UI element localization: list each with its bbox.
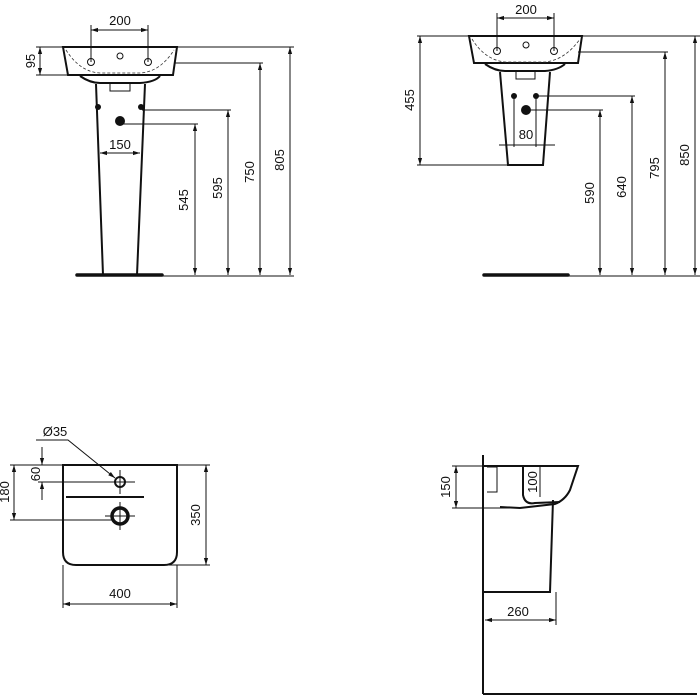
semi-pedestal-outline	[499, 71, 551, 166]
dim-95: 95	[23, 54, 38, 68]
dim-260: 260	[507, 604, 529, 619]
pedestal-side	[484, 499, 554, 593]
dim-80: 80	[519, 127, 533, 142]
dim-150: 150	[109, 137, 131, 152]
dim-180: 180	[0, 481, 12, 503]
basin-outline	[61, 46, 179, 76]
dim-795: 795	[647, 157, 662, 179]
dim-590: 590	[582, 182, 597, 204]
pedestal-front-view: 200 95 150 545 595 750 805	[23, 13, 294, 277]
dim-100: 100	[525, 471, 540, 493]
dim-350: 350	[188, 504, 203, 526]
dim-200-semi: 200	[515, 2, 537, 17]
dim-60: 60	[28, 467, 43, 481]
dim-200: 200	[109, 13, 131, 28]
dim-diameter-35: Ø35	[43, 424, 68, 439]
dim-400: 400	[109, 586, 131, 601]
pedestal-outline	[95, 83, 146, 276]
semi-pedestal-front-view: 200 455 80 590 640 795 850	[402, 2, 700, 277]
side-view: 150 100 260	[438, 455, 697, 695]
dim-640: 640	[614, 176, 629, 198]
dim-545: 545	[176, 189, 191, 211]
dim-850: 850	[677, 144, 692, 166]
dim-455: 455	[402, 89, 417, 111]
dim-595: 595	[210, 177, 225, 199]
dim-150-side: 150	[438, 476, 453, 498]
dim-805: 805	[272, 149, 287, 171]
basin-side-outline	[483, 465, 580, 510]
dim-750: 750	[242, 161, 257, 183]
plan-view: Ø35 60 180 350 400	[0, 424, 210, 608]
